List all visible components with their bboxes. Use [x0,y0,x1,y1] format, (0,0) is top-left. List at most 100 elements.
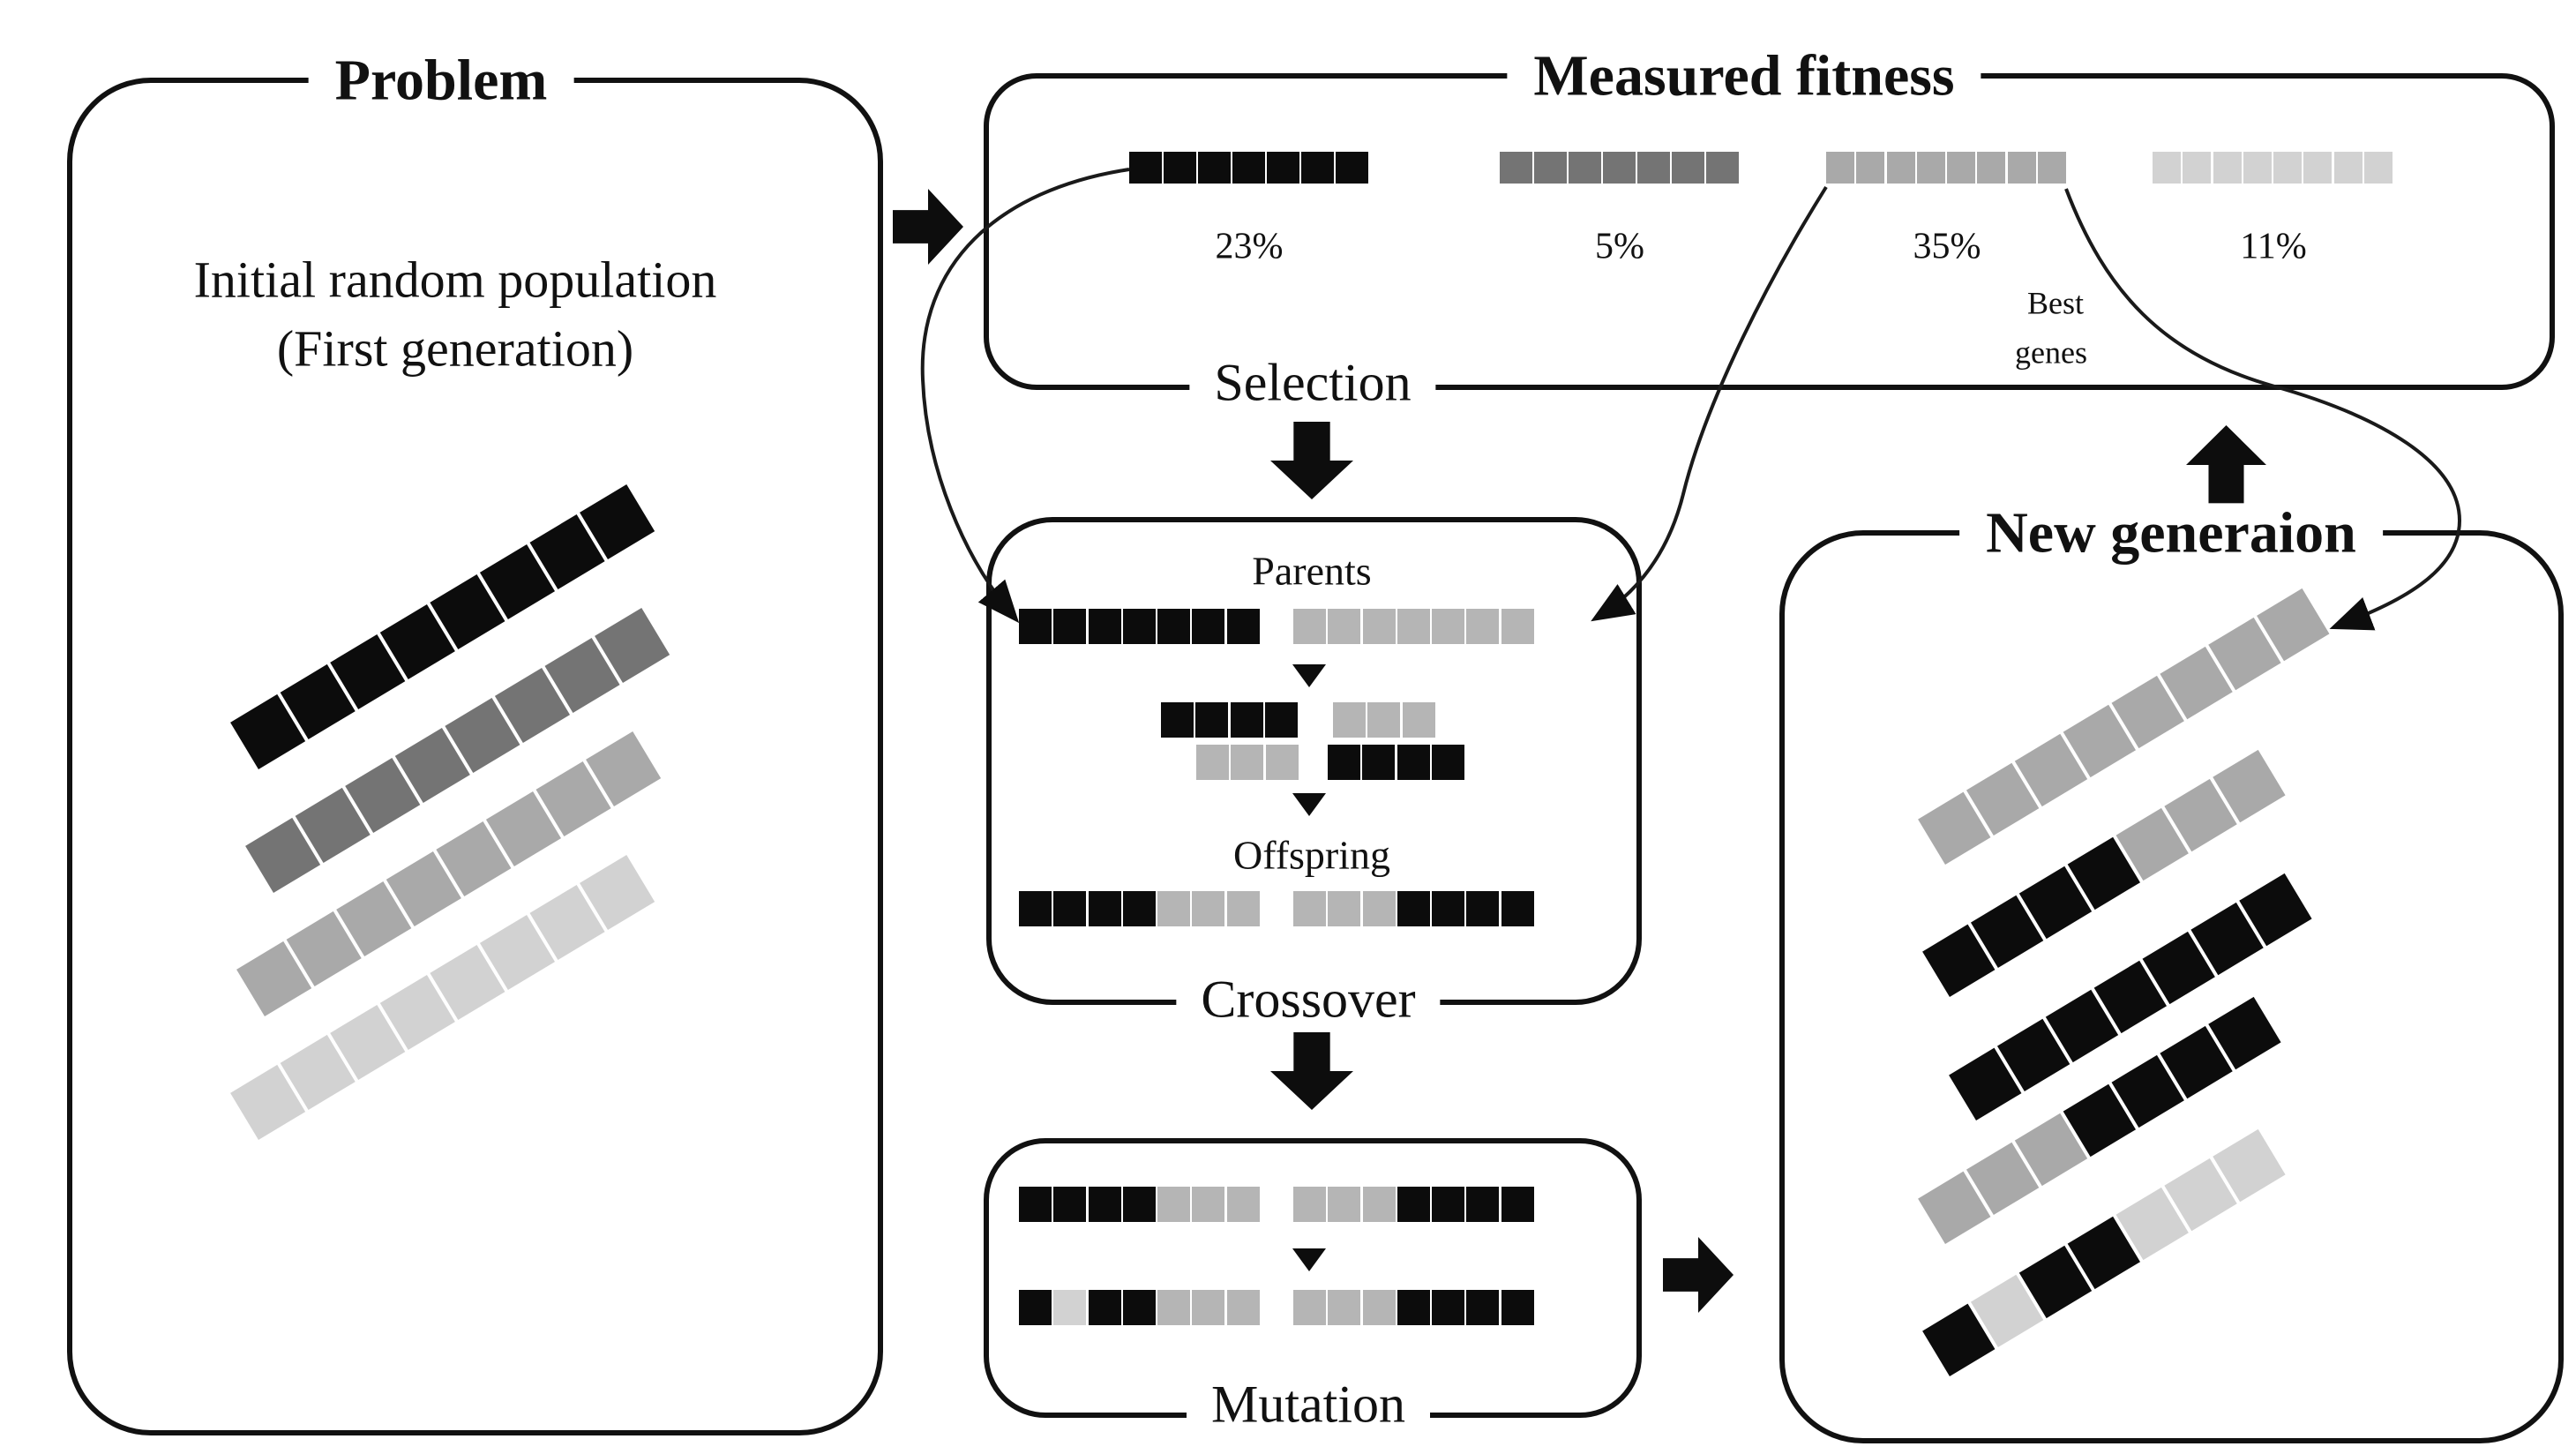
gene-square-black [1122,1290,1156,1325]
gene-square-black [1053,1187,1087,1222]
gene-square-midlight [1157,1290,1191,1325]
gene-square-midlight [1293,1290,1326,1325]
gene-square-dark [1603,152,1636,184]
gene-square-light [2303,152,2333,184]
arrow-selection-down-icon [1270,422,1353,499]
mutation-input-left [1019,1187,1262,1222]
gene-square-black [1019,891,1052,926]
selection-label: Selection [1189,356,1436,410]
parent-chromosome-left [1019,609,1262,644]
gene-square-dark [1569,152,1601,184]
gene-square-midlight [1328,891,1361,926]
gene-square-midlight [1367,702,1401,738]
gene-square-dark [1637,152,1670,184]
gene-square-midlight [1362,1187,1396,1222]
gene-square-midlight [1432,609,1465,644]
gene-square-midlight [1466,609,1500,644]
gene-square-midlight [1362,609,1396,644]
initial-population-line2: (First generation) [276,319,634,378]
gene-square-black [1088,891,1121,926]
gene-square-black [1267,152,1299,184]
problem-box-title: Problem [308,50,574,110]
gene-square-black [1397,891,1430,926]
gene-square-black [1192,609,1225,644]
gene-square-black [1501,891,1534,926]
gene-square-light [2183,152,2212,184]
gene-square-black [1397,745,1430,780]
split-row-b-left [1196,745,1300,780]
gene-square-mid [1916,152,1945,184]
gene-square-midlight [1293,1187,1326,1222]
gene-square-light [2333,152,2363,184]
gene-square-black [1501,1187,1534,1222]
split-row-b-right [1328,745,1466,780]
gene-square-light [2243,152,2272,184]
gene-square-black [1432,1290,1465,1325]
gene-square-black [1397,1187,1430,1222]
offspring-chromosome-right [1293,891,1536,926]
gene-square-midlight [1293,891,1326,926]
gene-square-mid [1856,152,1885,184]
gene-square-black [1195,702,1229,738]
arrow-newgen-up-icon [2186,425,2266,505]
gene-square-black [1088,609,1121,644]
mutation-input-right [1293,1187,1536,1222]
gene-square-black [1088,1290,1121,1325]
gene-square-midlight [1293,609,1326,644]
fitness-chromosome-35 [1826,152,2068,184]
fitness-label-23: 23% [1215,226,1284,267]
gene-square-midlight [1328,1187,1361,1222]
gene-square-midlight [1402,702,1435,738]
gene-square-black [1164,152,1196,184]
gene-square-black [1019,1290,1052,1325]
gene-square-midlight [1226,891,1260,926]
gene-square-midlight [1157,1187,1191,1222]
gene-square-midlight [1192,891,1225,926]
crossover-label: Crossover [1176,972,1441,1027]
gene-square-black [1501,1290,1534,1325]
gene-square-black [1466,1290,1500,1325]
gene-square-black [1019,609,1052,644]
gene-square-midlight [1196,745,1229,780]
new-generation-title: New generaion [1959,503,2383,563]
gene-square-midlight [1328,609,1361,644]
gene-square-dark [1534,152,1567,184]
fitness-label-35: 35% [1913,226,1981,267]
gene-square-light [1053,1290,1087,1325]
gene-square-black [1397,1290,1430,1325]
gene-square-mid [1977,152,2006,184]
gene-square-black [1362,745,1396,780]
gene-square-dark [1706,152,1739,184]
offspring-title: Offspring [1220,835,1404,877]
split-row-a-left [1161,702,1299,738]
fitness-label-5: 5% [1595,226,1644,267]
gene-square-light [2273,152,2303,184]
gene-square-black [1122,609,1156,644]
gene-square-mid [1826,152,1854,184]
gene-square-black [1226,609,1260,644]
gene-square-black [1431,745,1464,780]
gene-square-black [1264,702,1298,738]
gene-square-light [2213,152,2242,184]
mutation-output-left [1019,1290,1262,1325]
arrow-problem-to-fitness-icon [893,189,963,265]
gene-square-black [1336,152,1368,184]
gene-square-midlight [1362,1290,1396,1325]
gene-square-mid [1947,152,1976,184]
gene-square-light [2364,152,2393,184]
gene-square-black [1232,152,1265,184]
best-genes-label-line1: Best [2026,285,2085,321]
gene-square-dark [1500,152,1532,184]
gene-square-midlight [1226,1290,1260,1325]
gene-square-dark [1672,152,1704,184]
mutation-output-right [1293,1290,1536,1325]
gene-square-black [1230,702,1263,738]
gene-square-black [1129,152,1162,184]
gene-square-midlight [1265,745,1299,780]
gene-square-black [1198,152,1231,184]
fitness-chromosome-23 [1129,152,1370,184]
arrow-crossover-down-icon [1270,1032,1353,1110]
fitness-chromosome-11 [2153,152,2394,184]
gene-square-mid [1886,152,1915,184]
